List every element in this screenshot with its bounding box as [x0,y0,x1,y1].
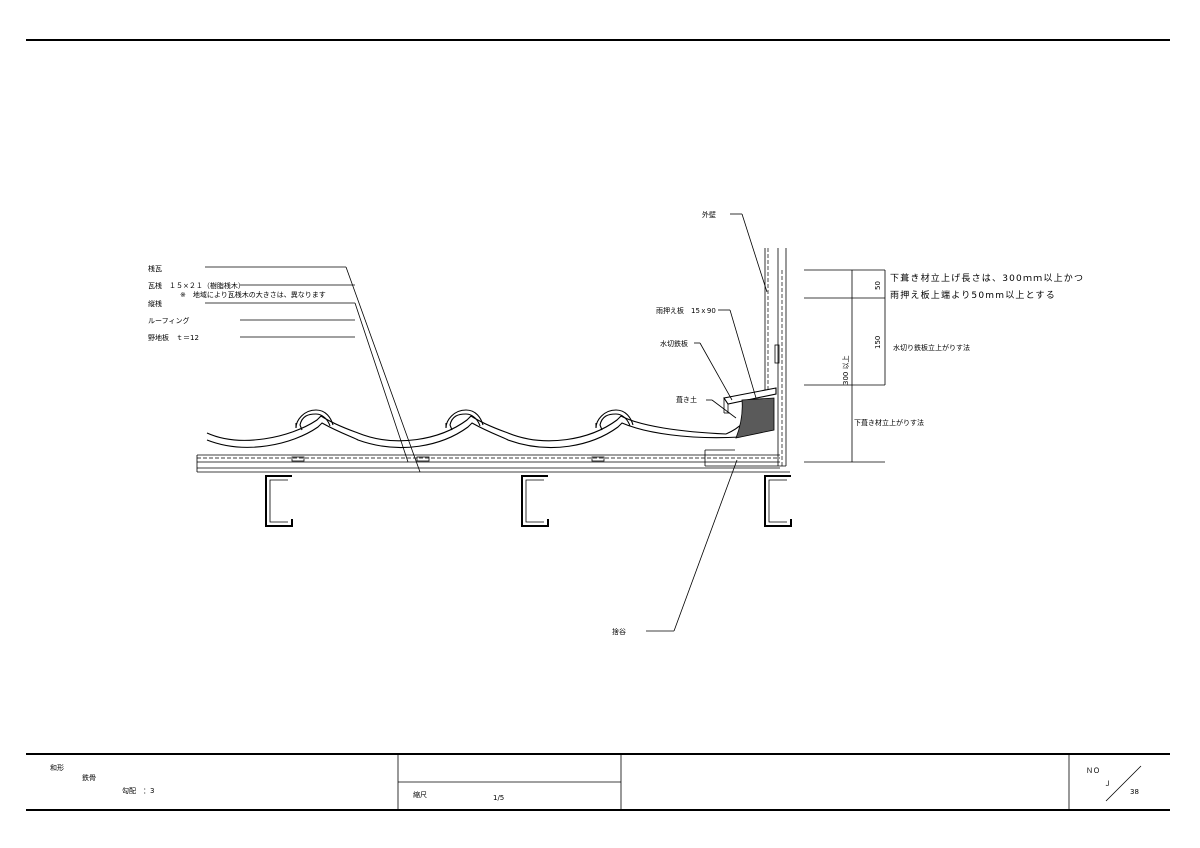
label-flashing: 水切鉄板 [660,339,688,348]
label-outer-wall: 外壁 [702,210,716,219]
dim-50: 50 [874,281,882,290]
note-requirement-line1: 下葺き材立上げ長さは、300ｍｍ以上かつ [890,272,1084,284]
label-batten-note: ※ 地域により瓦桟木の大きさは、異なります [180,290,326,299]
label-counter-batten: 縦桟 [148,299,162,308]
leader-lines [205,213,768,632]
title-slope-label: 勾配 [122,786,136,795]
note-underlay-rise: 下葺き材立上がりす法 [854,418,924,427]
sheathing-layers [196,454,790,473]
title-block [26,753,1170,811]
dim-300: 300 以上 [841,355,850,385]
title-slope-value: ：3 [143,787,154,795]
note-flashing-rise: 水切り鉄板立上がりす法 [893,343,970,352]
title-structure: 鉄骨 [82,773,96,782]
dim-150: 150 [874,336,882,349]
label-batten: 瓦桟 １５×２１（樹脂桟木） [148,281,245,290]
note-requirement-line2: 雨押え板上端より50mm以上とする [890,289,1056,301]
label-sheathing: 野地板 ｔ＝12 [148,333,199,342]
mortar-fill [735,397,775,439]
title-scale-value: 1/5 [493,794,504,802]
outer-wall [704,248,787,467]
label-eaves-tile: 桟瓦 [148,264,162,273]
label-gutter: 捨谷 [612,627,626,636]
label-rain-cover: 雨押え板 15ｘ90 [656,306,716,315]
title-number: 38 [1130,788,1139,796]
roof-tiles [206,399,771,449]
label-mortar: 葺き土 [676,395,697,404]
dimension-lines [804,269,886,463]
title-series: Ｊ [1104,780,1111,788]
title-scale-label: 縮尺 [413,790,427,799]
label-roofing: ルーフィング [148,316,189,325]
steel-purlins [265,475,792,527]
title-no-label: ＮＯ [1086,767,1100,775]
title-type: 和形 [50,763,64,772]
